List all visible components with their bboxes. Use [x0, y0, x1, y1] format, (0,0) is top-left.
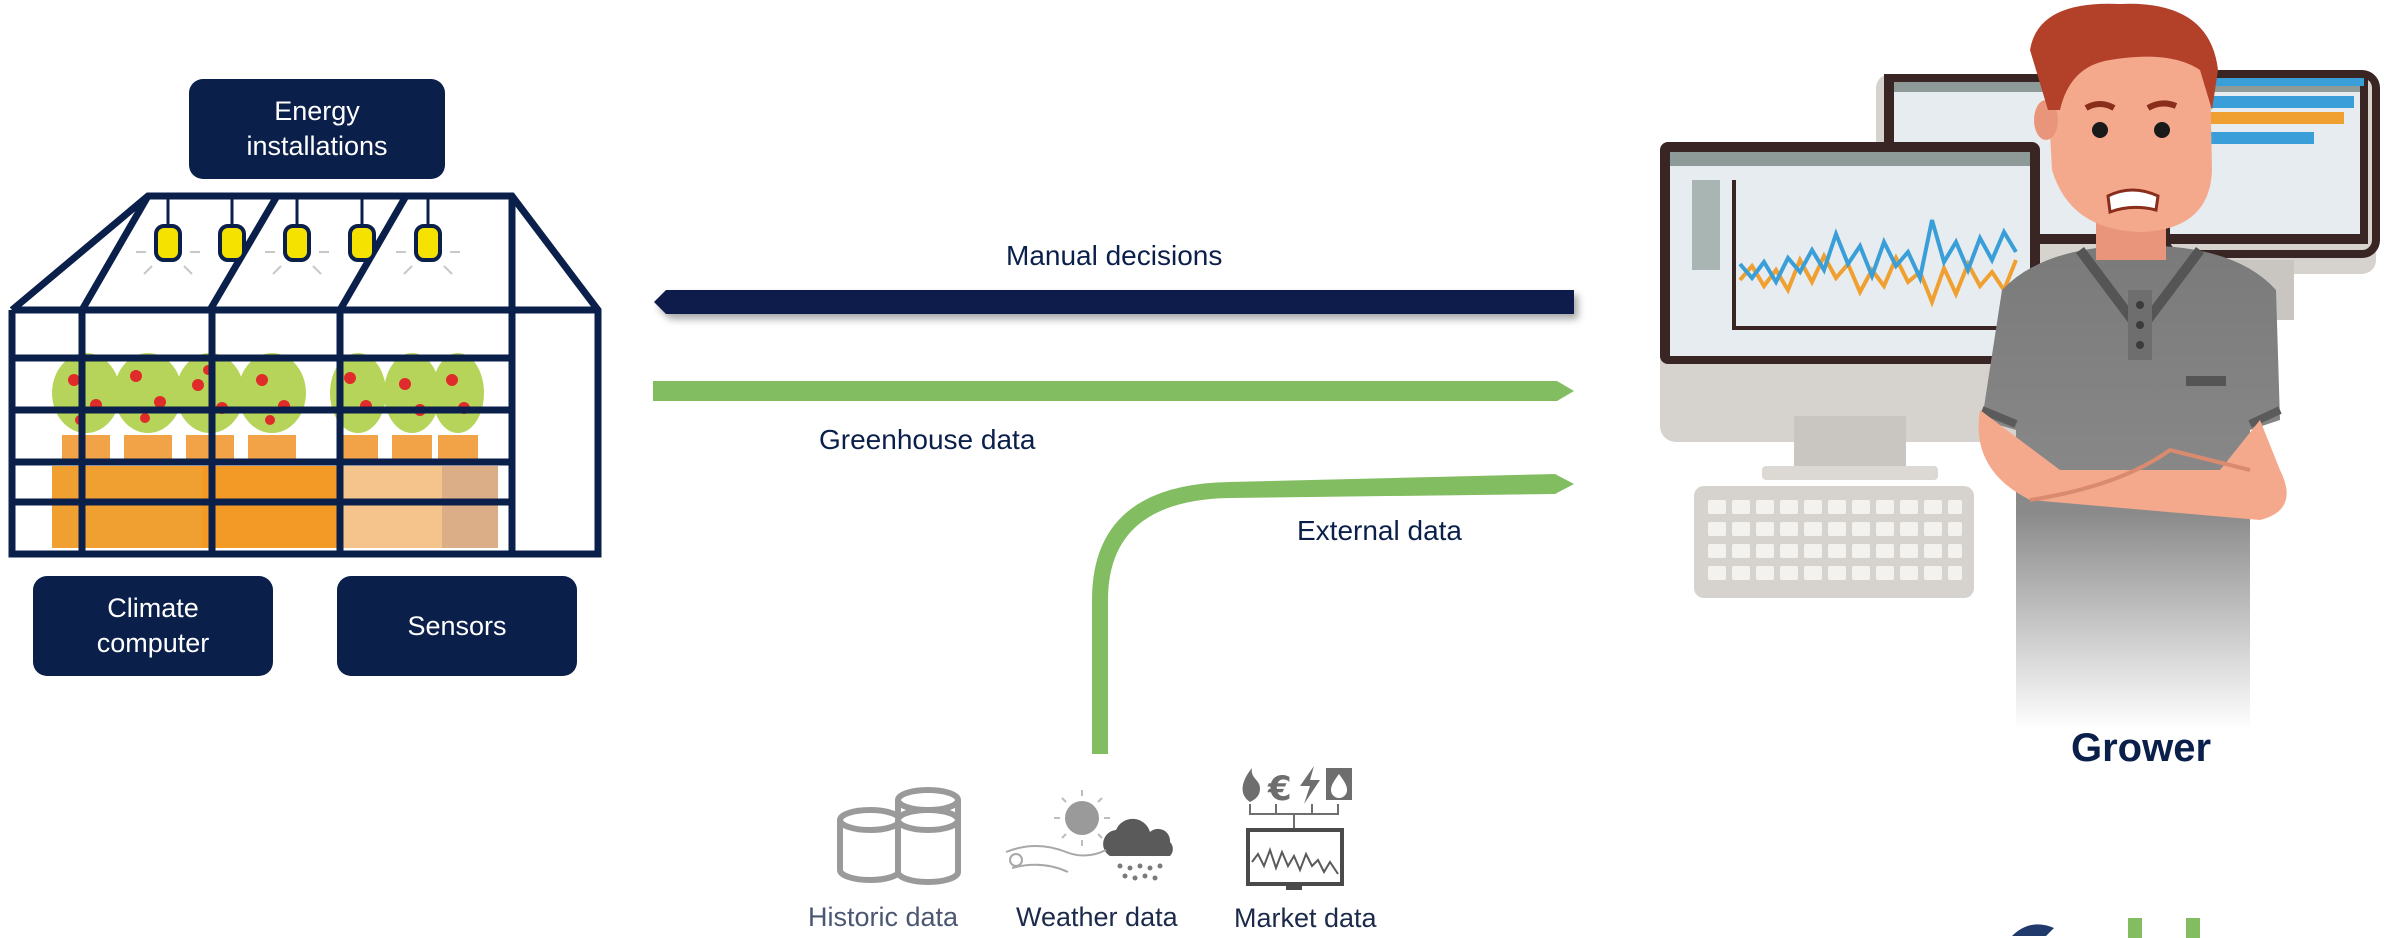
sun-icon: [1054, 790, 1110, 846]
historic-data-label: Historic data: [808, 902, 959, 932]
cloud-rain-icon: [1103, 818, 1173, 881]
flame-icon: [1242, 768, 1260, 802]
market-icon: €: [1242, 766, 1352, 890]
keyboard-illustration: [1694, 486, 1974, 598]
euro-icon: €: [1267, 769, 1292, 809]
weather-icon: [1005, 790, 1173, 881]
manual-decisions-label: Manual decisions: [1006, 240, 1223, 271]
water-drop-icon: [1326, 768, 1352, 800]
svg-text:€: €: [1267, 769, 1292, 809]
wind-icon: [1005, 845, 1107, 873]
weather-data-label: Weather data: [1016, 902, 1178, 932]
grower-label: Grower: [2071, 726, 2212, 770]
climate-computer-box: Climate computer: [33, 576, 273, 676]
greenhouse-illustration: [8, 192, 602, 558]
market-data-label: Market data: [1234, 903, 1377, 933]
lightning-icon: [1300, 766, 1320, 804]
logo-fragment: [2012, 918, 2200, 938]
plant-icon: [52, 353, 484, 433]
lamp-icon: [136, 196, 460, 275]
database-icon: [837, 787, 961, 885]
external-data-label: External data: [1297, 515, 1462, 546]
monitor-icon: [1246, 828, 1344, 890]
energy-installations-box: Energy installations: [189, 79, 445, 179]
greenhouse-data-label: Greenhouse data: [819, 424, 1036, 455]
sensors-box: Sensors: [337, 576, 577, 676]
grower-character-illustration: [1978, 3, 2287, 730]
